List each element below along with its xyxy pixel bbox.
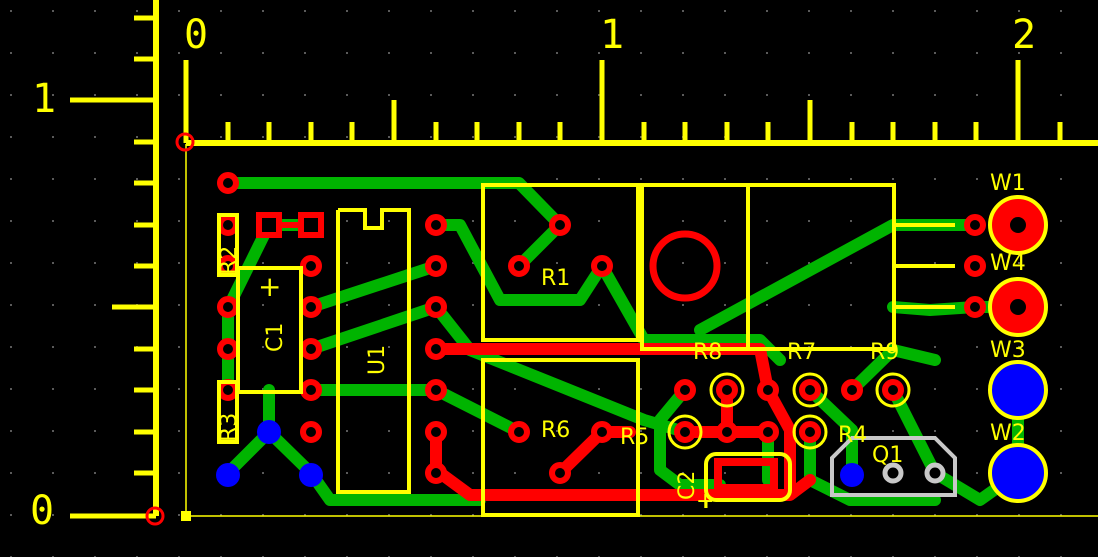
wire-pad-w3[interactable] (988, 360, 1048, 420)
label-r2[interactable]: R2 (217, 246, 242, 275)
wire-pad-w2[interactable] (988, 443, 1048, 503)
pads (217, 172, 986, 484)
label-w1[interactable]: W1 (990, 171, 1026, 196)
silkscreen (217, 183, 955, 517)
label-r8[interactable]: R8 (693, 340, 722, 365)
top-ruler-label-0: 0 (184, 12, 208, 58)
wire-pad-w1[interactable] (988, 195, 1048, 255)
left-ruler (70, 0, 159, 519)
label-r6[interactable]: R6 (541, 418, 570, 443)
label-c2[interactable]: C2 (675, 471, 700, 500)
label-c1[interactable]: C1 (263, 323, 288, 352)
c2-pad-area (714, 458, 778, 492)
origin-marker-top (175, 132, 195, 152)
label-u1[interactable]: U1 (365, 345, 390, 375)
ringed-pads (667, 372, 911, 450)
origin-marker-bottom (145, 506, 165, 526)
wire-pad-w4[interactable] (988, 277, 1048, 337)
label-r7[interactable]: R7 (787, 340, 816, 365)
label-r1[interactable]: R1 (541, 266, 570, 291)
label-c2-plus: + (696, 489, 714, 514)
label-r4[interactable]: R4 (838, 423, 867, 448)
top-ruler-label-2: 2 (1012, 12, 1036, 58)
label-c1-plus: + (258, 270, 281, 303)
label-w3[interactable]: W3 (990, 338, 1026, 363)
top-ruler (183, 60, 1098, 146)
label-r3[interactable]: R3 (217, 413, 242, 442)
label-w2[interactable]: W2 (990, 421, 1026, 446)
origin-square (181, 511, 191, 521)
top-ruler-label-1: 1 (600, 12, 624, 58)
label-r9[interactable]: R9 (870, 340, 899, 365)
label-w4[interactable]: W4 (990, 251, 1026, 276)
label-r5[interactable]: R5 (620, 425, 649, 450)
left-ruler-label-1: 1 (32, 76, 56, 122)
board-outline (185, 144, 1098, 517)
label-q1[interactable]: Q1 (872, 443, 903, 468)
mounting-hole (649, 230, 721, 302)
q1-outline (830, 436, 957, 497)
left-ruler-label-0: 0 (30, 488, 54, 534)
vias (216, 420, 864, 487)
